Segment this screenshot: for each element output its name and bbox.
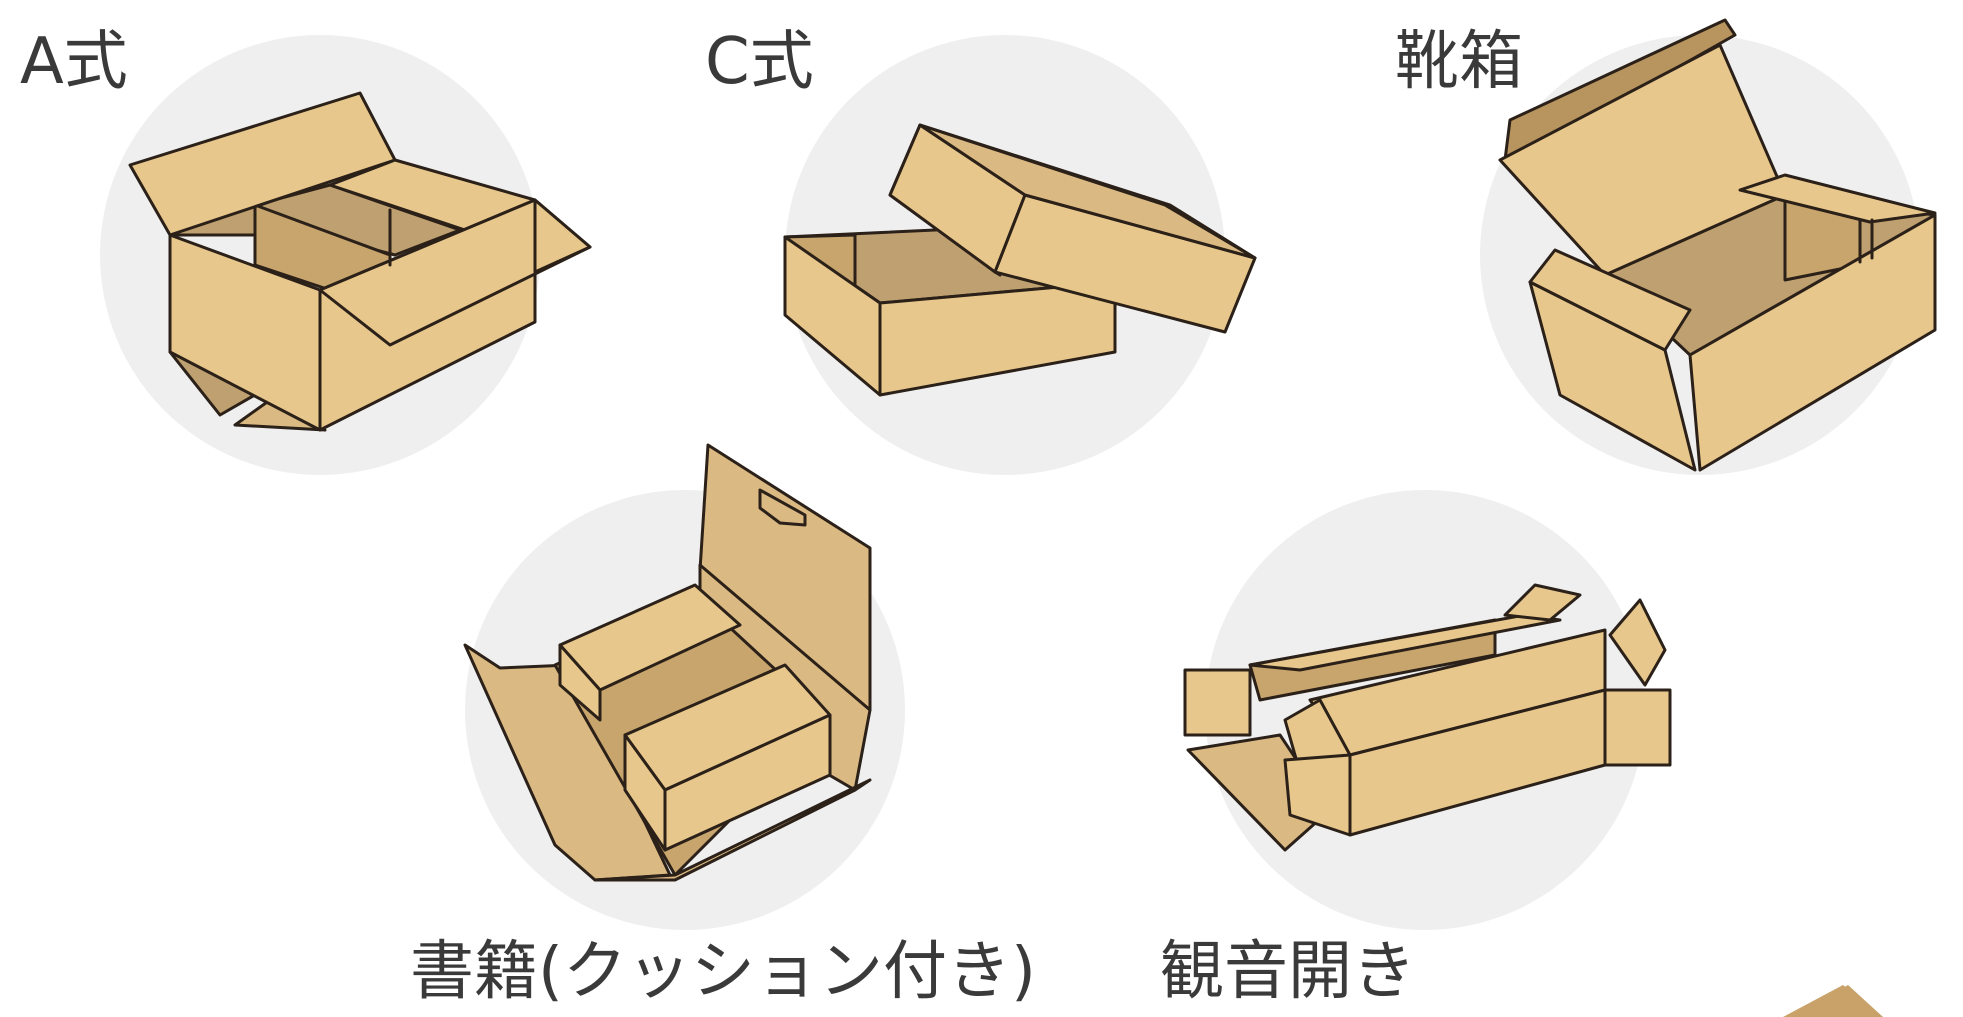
a-type-label: A式	[20, 25, 128, 99]
shoe-box-label: 靴箱	[1395, 25, 1523, 99]
kannon-box-label: 観音開き	[1160, 935, 1416, 1009]
book-box-label: 書籍(クッション付き)	[410, 935, 1036, 1009]
corner-decoration	[1783, 985, 1883, 1017]
c-type-label: C式	[705, 25, 814, 99]
